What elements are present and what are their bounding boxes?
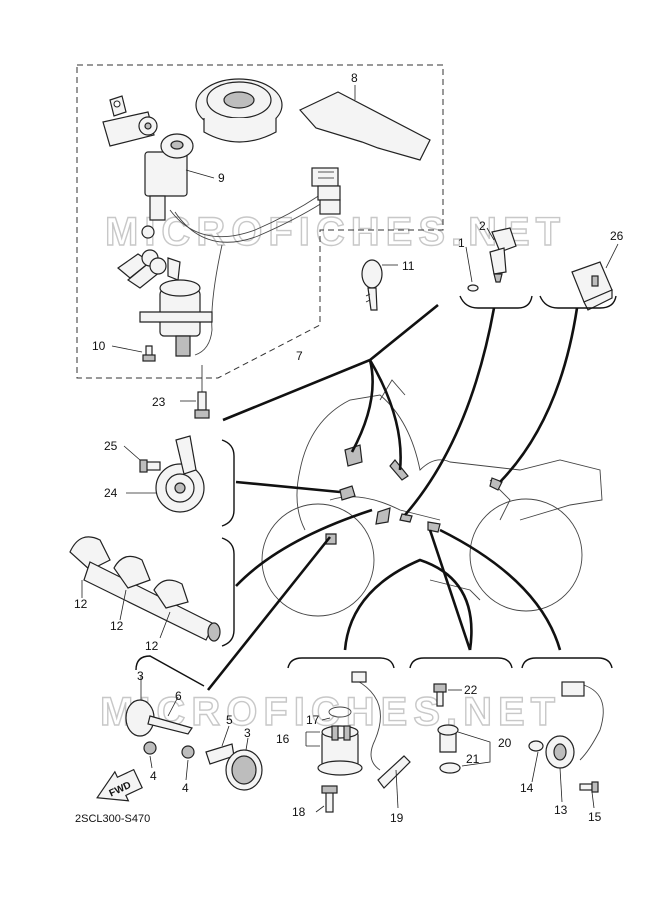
fuel-cap [195, 78, 283, 143]
callout-20: 20 [498, 736, 512, 750]
callout-8: 8 [351, 71, 358, 85]
watermark-top: MICROFICHES.NET [105, 210, 566, 254]
nut-4a [143, 741, 157, 755]
fwd-arrow: FWD [96, 768, 143, 802]
motorcycle-outline [261, 379, 603, 617]
seat-lock-cylinder [102, 95, 158, 147]
bracket-6 [147, 715, 193, 735]
kit-outline [76, 64, 444, 379]
callout-5: 5 [226, 713, 233, 727]
bolt-22 [433, 683, 447, 707]
callout-6: 6 [175, 689, 182, 703]
horn [155, 435, 205, 513]
callout-17: 17 [306, 713, 320, 727]
marker-b [389, 459, 409, 481]
key-pad [299, 91, 431, 161]
coupler [311, 167, 341, 215]
bracket-19 [377, 755, 411, 789]
callout-22: 22 [464, 683, 478, 697]
main-switch [141, 133, 194, 239]
nut-4b [181, 745, 195, 759]
bolt-23 [194, 391, 210, 419]
callout-14: 14 [520, 781, 534, 795]
callout-4-a: 4 [150, 769, 157, 783]
callout-18: 18 [292, 805, 306, 819]
callout-12-a: 12 [74, 597, 88, 611]
callout-13: 13 [554, 803, 568, 817]
callout-16: 16 [276, 732, 290, 746]
sensor-20 [437, 724, 461, 774]
callout-2: 2 [479, 219, 486, 233]
sensor-2 [489, 227, 517, 283]
callout-25: 25 [104, 439, 118, 453]
callout-23: 23 [152, 395, 166, 409]
oring-14 [528, 740, 544, 752]
callout-19: 19 [390, 811, 404, 825]
callout-12-c: 12 [145, 639, 159, 653]
relay-26 [571, 261, 613, 311]
callout-9: 9 [218, 171, 225, 185]
callout-3-b: 3 [244, 726, 251, 740]
callout-1: 1 [458, 236, 465, 250]
bolt-15 [579, 781, 599, 793]
callout-7: 7 [296, 349, 303, 363]
callout-21: 21 [466, 752, 480, 766]
sensor-coupler [351, 671, 367, 683]
bolt-10 [142, 345, 156, 362]
callout-15: 15 [588, 810, 602, 824]
cover-3b [225, 749, 263, 791]
marker-h [489, 477, 503, 491]
keys [117, 249, 181, 289]
callout-24: 24 [104, 486, 118, 500]
sensor-13 [545, 735, 575, 769]
marker-c [339, 485, 356, 501]
callout-4-b: 4 [182, 781, 189, 795]
callout-12-b: 12 [110, 619, 124, 633]
handlebar-switch [69, 536, 221, 642]
marker-f [399, 513, 413, 523]
pump-16 [317, 725, 363, 776]
key-11 [361, 259, 383, 311]
gasket-1 [467, 284, 479, 292]
callout-3-a: 3 [137, 669, 144, 683]
steering-lock [139, 279, 213, 357]
coupler-13 [561, 681, 585, 697]
bolt-18 [321, 785, 338, 813]
bolt-25 [139, 459, 161, 473]
marker-g [427, 521, 441, 533]
callout-10: 10 [92, 339, 106, 353]
callout-26: 26 [610, 229, 624, 243]
diagram-code: 2SCL300-S470 [75, 813, 150, 825]
oring-17 [328, 706, 352, 718]
callout-11: 11 [402, 259, 415, 273]
marker-d [375, 507, 391, 525]
